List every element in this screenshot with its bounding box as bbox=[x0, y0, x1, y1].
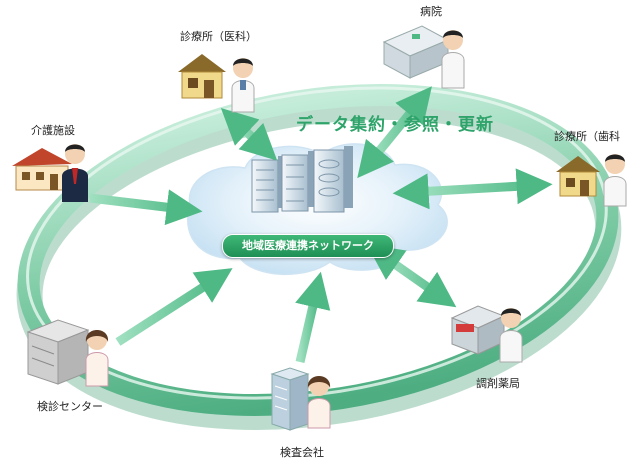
arrow-clinic-medical bbox=[220, 108, 278, 161]
arrow-care bbox=[89, 189, 203, 226]
checkup-center-node bbox=[26, 319, 109, 387]
label-pharmacy: 調剤薬局 bbox=[476, 377, 520, 390]
label-hospital: 病院 bbox=[420, 5, 442, 18]
businessman-icon bbox=[62, 144, 88, 202]
care-facility-node bbox=[12, 144, 88, 202]
server-icon bbox=[251, 146, 353, 213]
house-icon bbox=[178, 54, 226, 99]
doctor-icon bbox=[441, 30, 465, 89]
lab-company-node bbox=[270, 367, 331, 431]
clinic-medical-node bbox=[178, 54, 255, 113]
label-checkup-center: 検診センター bbox=[37, 400, 103, 413]
connection-arrows bbox=[89, 86, 553, 364]
arrow-dental bbox=[392, 168, 553, 210]
hospital-building-icon bbox=[382, 25, 450, 79]
nurse-icon bbox=[307, 376, 331, 429]
headline: データ集約・参照・更新 bbox=[296, 115, 494, 135]
arrow-hospital bbox=[357, 86, 432, 179]
label-clinic-medical: 診療所（医科） bbox=[180, 30, 257, 43]
label-clinic-dental: 診療所（歯科 bbox=[554, 130, 620, 143]
health-center-icon bbox=[26, 319, 90, 385]
nurse-icon bbox=[85, 330, 109, 387]
nursing-home-icon bbox=[12, 148, 72, 191]
doctor-icon bbox=[499, 308, 523, 363]
clinic-dental-node bbox=[556, 154, 627, 207]
label-care-facility: 介護施設 bbox=[31, 124, 75, 137]
pharmacy-icon bbox=[450, 305, 506, 355]
arrow-checkup bbox=[115, 268, 233, 346]
arrow-pharmacy bbox=[366, 244, 457, 308]
hospital-node bbox=[382, 25, 465, 89]
pharmacy-node bbox=[450, 305, 523, 363]
label-lab-company: 検査会社 bbox=[280, 446, 324, 459]
doctor-icon bbox=[231, 58, 255, 113]
office-building-icon bbox=[270, 367, 310, 431]
doctor-icon bbox=[603, 154, 627, 207]
arrow-lab bbox=[295, 271, 331, 364]
house-icon bbox=[556, 156, 600, 197]
network-label: 地域医療連携ネットワーク bbox=[222, 234, 394, 258]
